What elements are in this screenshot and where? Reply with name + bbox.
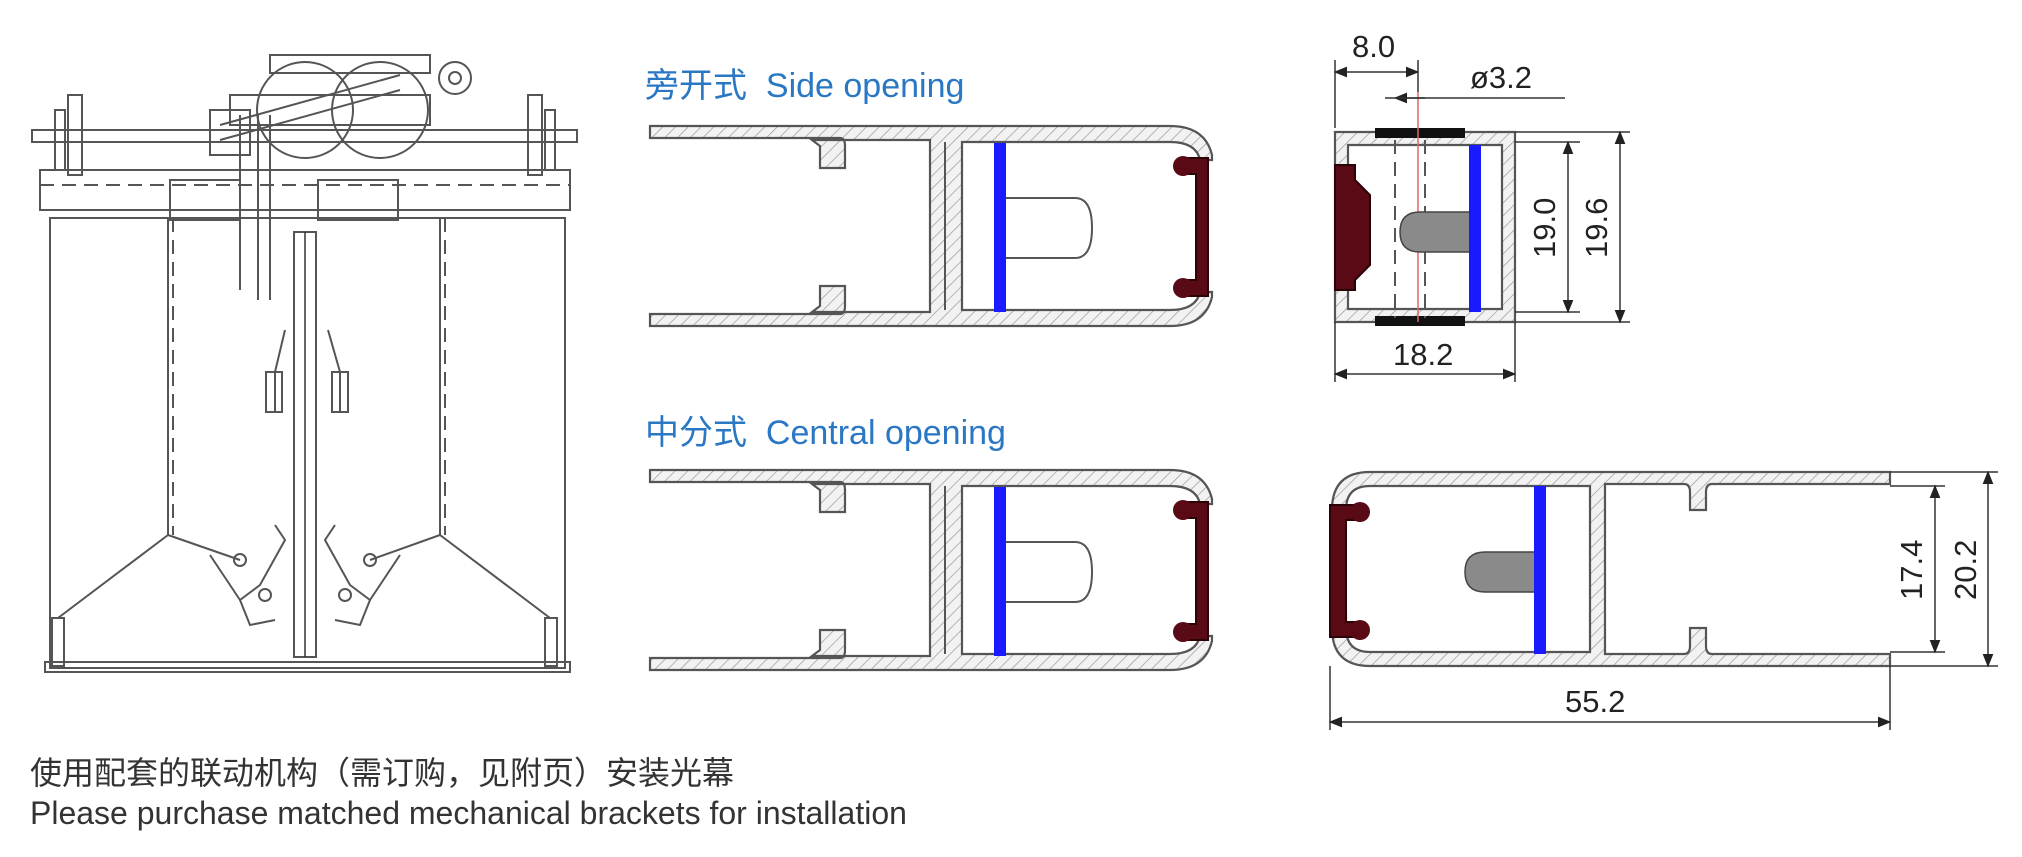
door-mechanism-drawing: [31, 54, 578, 673]
dim-19-0: 19.0: [1527, 198, 1562, 258]
dim-17-4: 17.4: [1894, 540, 1929, 600]
dim-hole-dia: ø3.2: [1470, 60, 1532, 95]
dim-18-2: 18.2: [1393, 337, 1453, 372]
dim-8-0: 8.0: [1352, 29, 1395, 64]
cross-section-side: 8.0 ø3.2 18.2 19.0 19.6: [1333, 29, 1630, 382]
central-opening-label: 中分式 Central opening: [645, 414, 1006, 452]
dim-19-6: 19.6: [1579, 198, 1614, 258]
central-opening-profile: [648, 468, 1214, 672]
dim-20-2: 20.2: [1948, 540, 1983, 600]
dim-55-2: 55.2: [1565, 684, 1625, 719]
cross-section-central: 55.2 17.4 20.2: [1328, 470, 1998, 730]
footer-chinese: 使用配套的联动机构（需订购，见附页）安装光幕: [30, 755, 735, 791]
footer-english: Please purchase matched mechanical brack…: [30, 795, 907, 831]
side-opening-profile: [648, 124, 1214, 328]
side-opening-label: 旁开式 Side opening: [645, 67, 965, 105]
